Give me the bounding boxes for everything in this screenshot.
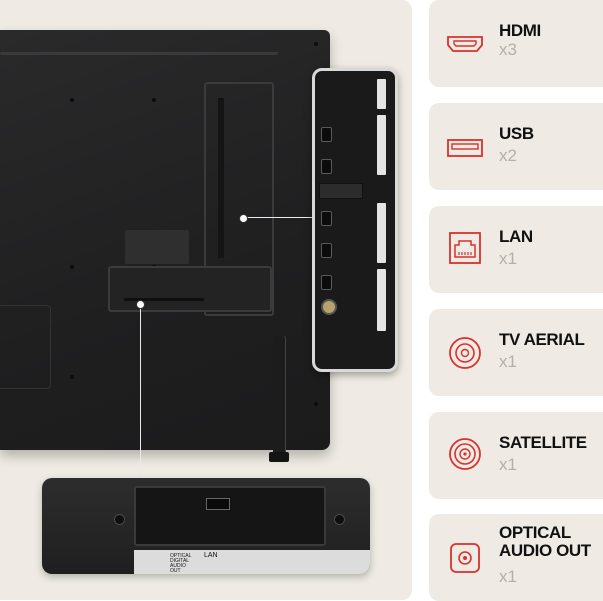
port-name: HDMI xyxy=(499,21,541,40)
optical-port-icon xyxy=(450,543,480,573)
hdmi-port xyxy=(321,159,332,174)
tv-side-panel xyxy=(0,305,51,389)
aerial-connector xyxy=(321,299,337,315)
port-card-hdmi: HDMI x3 xyxy=(429,0,603,87)
port-name: USB xyxy=(499,124,534,143)
tv-stand-foot xyxy=(269,452,289,462)
screw xyxy=(334,514,345,525)
hdmi-port-icon xyxy=(447,36,483,52)
port-card-tv-aerial: TV AERIAL x1 xyxy=(429,309,603,396)
screw xyxy=(114,514,125,525)
lan-port-recess xyxy=(134,486,326,546)
leader-line xyxy=(140,304,141,480)
satellite-port-icon xyxy=(449,438,481,470)
hdmi-port xyxy=(321,211,332,226)
lan-port xyxy=(206,498,230,510)
port-count: x2 xyxy=(499,146,517,165)
port-name: TV AERIAL xyxy=(499,330,585,349)
tv-stand-leg xyxy=(273,336,285,462)
lan-label: LAN xyxy=(204,552,218,559)
tv-rear-photo: OPTICAL DIGITAL AUDIO OUT LAN xyxy=(0,0,412,600)
port-name: OPTICAL AUDIO OUT xyxy=(499,523,591,560)
port-count: x1 xyxy=(499,249,517,268)
tv-label-plate xyxy=(125,230,189,264)
port-card-lan: LAN x1 xyxy=(429,206,603,293)
usb-port xyxy=(321,275,332,290)
usb-port-icon xyxy=(447,139,483,157)
port-count: x1 xyxy=(499,352,517,371)
hdmi-port xyxy=(321,127,332,142)
port-label-strip xyxy=(377,79,386,109)
vesa-hole xyxy=(70,98,74,102)
port-count: x1 xyxy=(499,567,517,586)
tv-top-rail xyxy=(0,52,278,55)
tv-back-panel xyxy=(0,30,330,450)
leader-line xyxy=(243,217,315,218)
vesa-hole xyxy=(314,402,318,406)
vesa-hole xyxy=(152,98,156,102)
port-card-usb: USB x2 xyxy=(429,103,603,190)
port-label-strip xyxy=(134,550,370,574)
port-name: SATELLITE xyxy=(499,433,587,452)
usb-port xyxy=(321,243,332,258)
vesa-hole xyxy=(70,265,74,269)
tv-lower-port-box xyxy=(108,266,272,312)
port-count: x3 xyxy=(499,40,517,59)
cable-clip xyxy=(319,183,363,199)
port-card-optical: OPTICAL AUDIO OUT x1 xyxy=(429,514,603,601)
port-card-satellite: SATELLITE x1 xyxy=(429,412,603,499)
side-ports-zoom xyxy=(312,68,398,372)
tv-port-recess xyxy=(204,82,274,316)
vesa-hole xyxy=(314,42,318,46)
lan-port-icon xyxy=(449,232,481,264)
port-count: x1 xyxy=(499,455,517,474)
callout-marker xyxy=(239,214,248,223)
optical-label: OPTICAL DIGITAL AUDIO OUT xyxy=(170,553,192,574)
lan-ports-zoom: OPTICAL DIGITAL AUDIO OUT LAN xyxy=(42,478,370,574)
port-label-strip xyxy=(377,269,386,331)
vesa-hole xyxy=(70,375,74,379)
port-name: LAN xyxy=(499,227,533,246)
callout-marker xyxy=(136,300,145,309)
port-label-strip xyxy=(377,115,386,175)
aerial-port-icon xyxy=(449,337,481,369)
port-label-strip xyxy=(377,203,386,263)
